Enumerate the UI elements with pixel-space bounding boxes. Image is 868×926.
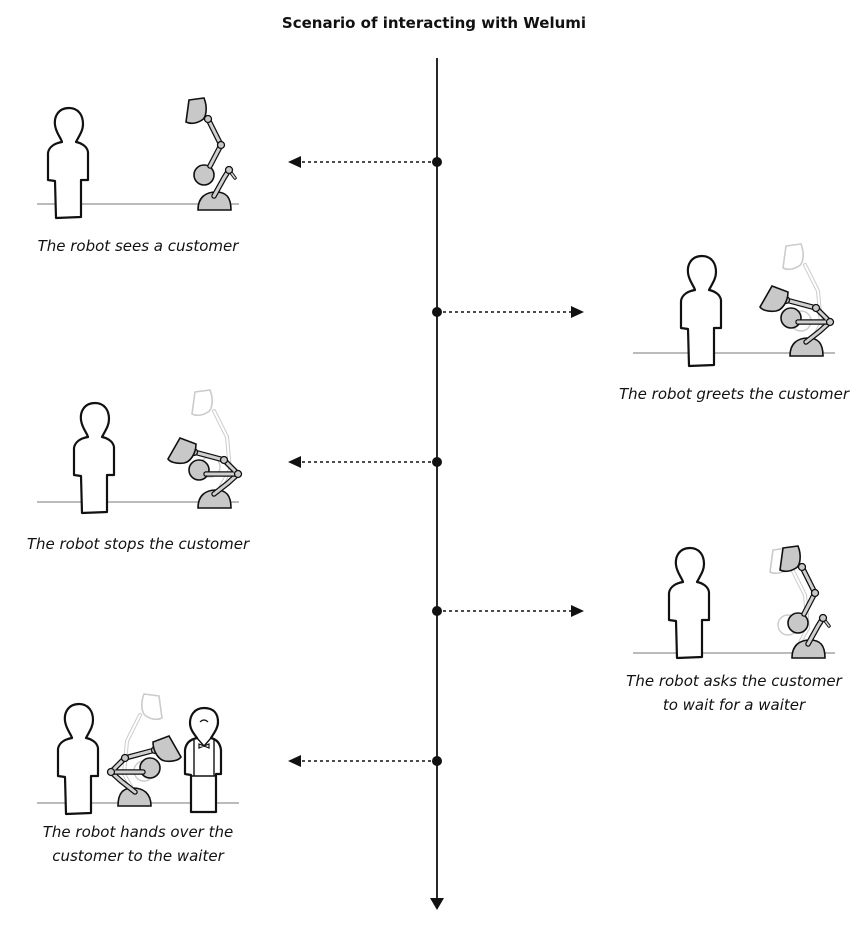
customer-figure (667, 546, 711, 660)
customer-figure (679, 254, 723, 368)
timeline-arrowhead (430, 898, 444, 910)
caption-line: The robot hands over the (42, 823, 234, 841)
step-5-caption: The robot hands over the customer to the… (0, 820, 276, 868)
customer-figure (72, 401, 116, 515)
step-2-caption: The robot greets the customer (600, 382, 868, 406)
scene-3-illustration (37, 388, 242, 515)
scene-4-illustration (633, 546, 835, 658)
step-2-connector (432, 306, 584, 318)
step-5-connector (288, 755, 442, 767)
caption-line: The robot stops the customer (26, 535, 250, 553)
scene-2-illustration (633, 242, 835, 368)
customer-figure (56, 702, 100, 816)
caption-line: The robot sees a customer (37, 237, 239, 255)
caption-line: to wait for a waiter (662, 696, 806, 714)
diagram-title: Scenario of interacting with Welumi (281, 14, 587, 32)
step-1-connector (288, 156, 442, 168)
step-4-connector (432, 605, 584, 617)
caption-line: The robot asks the customer (626, 672, 842, 690)
scene-5-illustration (37, 692, 239, 816)
step-3-connector (288, 456, 442, 468)
scene-1-illustration (37, 98, 239, 220)
robot-lamp (168, 438, 242, 508)
step-4-caption: The robot asks the customer to wait for … (600, 669, 868, 717)
caption-line: customer to the waiter (52, 847, 224, 865)
caption-line: The robot greets the customer (619, 385, 849, 403)
customer-figure (46, 106, 90, 220)
robot-lamp (760, 286, 834, 356)
robot-lamp (186, 98, 235, 210)
step-1-caption: The robot sees a customer (0, 234, 276, 258)
step-3-caption: The robot stops the customer (0, 532, 276, 556)
waiter-figure (183, 706, 223, 814)
robot-lamp (108, 736, 182, 806)
